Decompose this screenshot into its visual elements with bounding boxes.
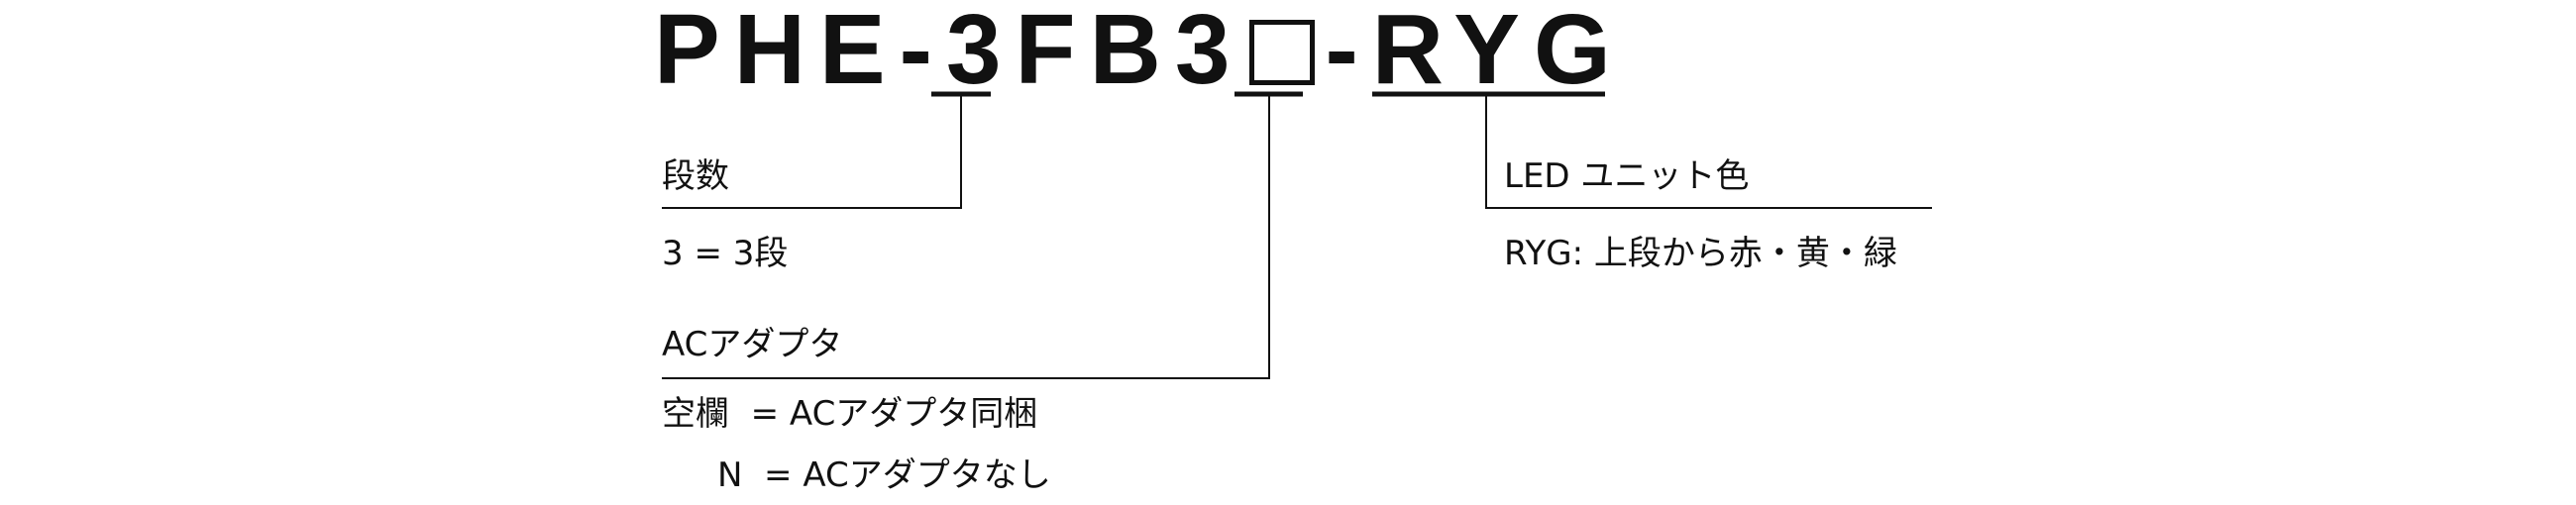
model-separator: - (1325, 0, 1372, 105)
led-option-1: RYG: 上段から赤・黄・緑 (1504, 234, 1897, 273)
tiers-option-1: 3 = 3段 (662, 234, 789, 273)
adapter-option-2: N = ACアダプタなし (717, 455, 1051, 495)
tiers-heading: 段数 (662, 156, 729, 196)
adapter-option-1: 空欄 = ACアダプタ同梱 (662, 394, 1038, 434)
model-tiers-code: 3 (945, 0, 1016, 105)
model-led-code: RYG (1371, 0, 1625, 105)
adapter-heading: ACアダプタ (662, 325, 843, 364)
model-prefix: PHE- (654, 0, 946, 105)
model-middle: FB3 (1015, 0, 1244, 105)
led-heading: LED ユニット色 (1504, 156, 1750, 196)
model-number: PHE-3FB3-RYG (654, 0, 1625, 99)
adapter-placeholder-box (1249, 20, 1316, 85)
